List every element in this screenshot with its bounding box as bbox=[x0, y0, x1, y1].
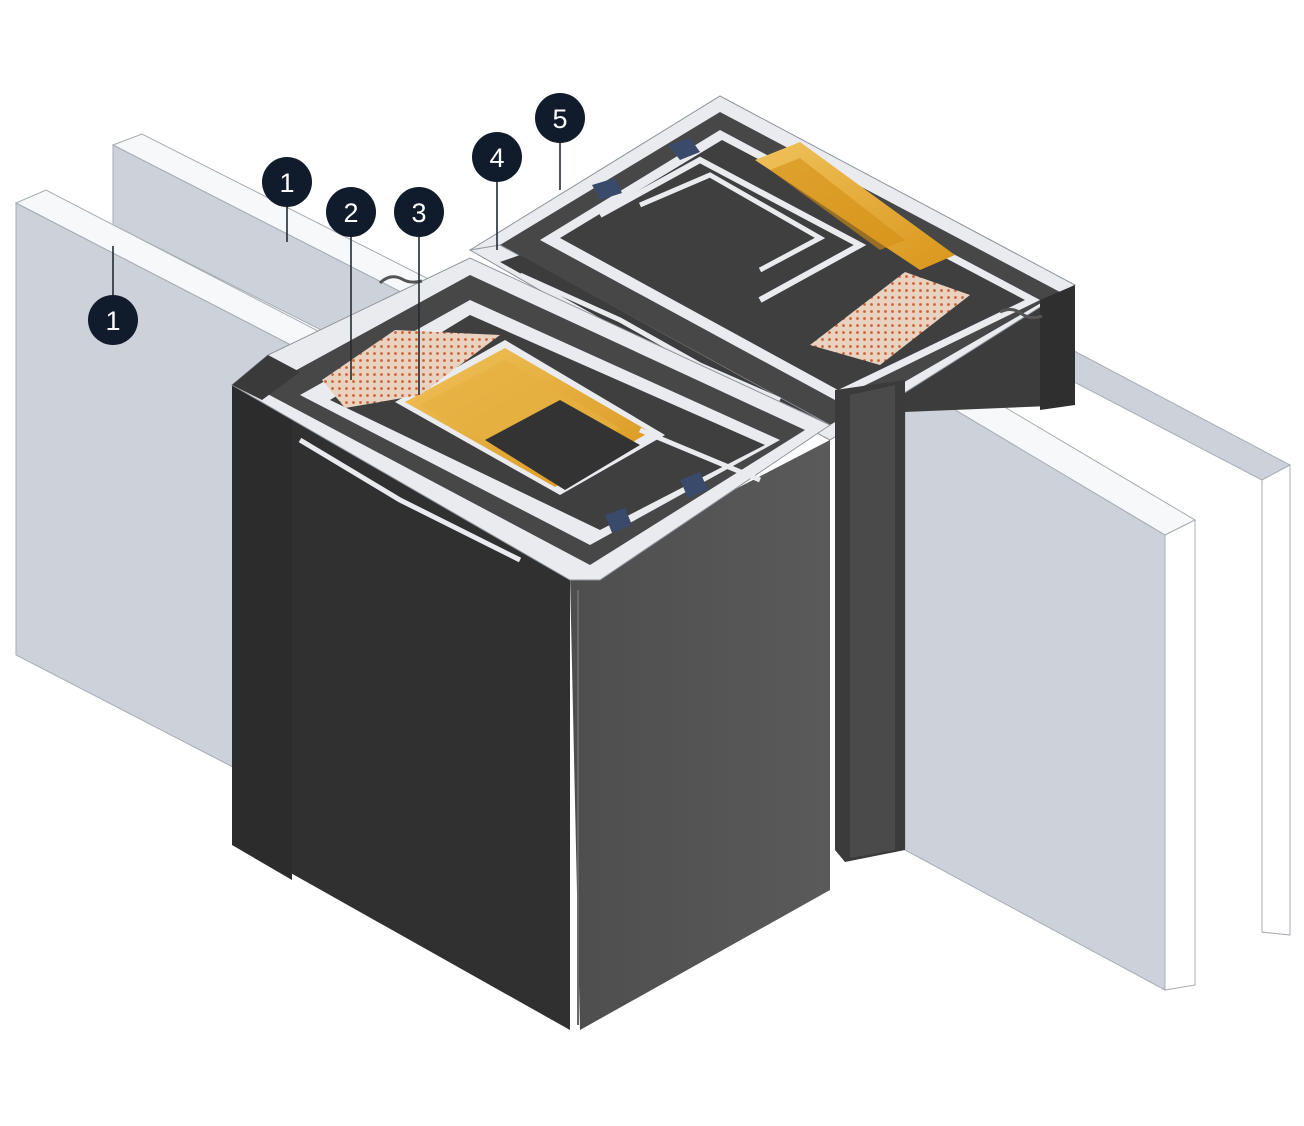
callout-badge bbox=[326, 187, 376, 237]
callout-number: 4 bbox=[489, 143, 504, 173]
front-frame-profile bbox=[231, 257, 832, 1030]
callout-foam-seal: 2 bbox=[326, 187, 376, 380]
front-gasket-1 bbox=[680, 472, 708, 498]
callout-badge bbox=[472, 132, 522, 182]
right-glazing-clip bbox=[999, 307, 1043, 320]
callout-panel-outer: 1 bbox=[262, 157, 312, 242]
callout-panel-inner: 1 bbox=[88, 246, 138, 345]
callout-badge bbox=[535, 93, 585, 143]
callout-frame-profile: 5 bbox=[535, 93, 585, 190]
callout-steel-reinforcement: 3 bbox=[394, 187, 444, 395]
callout-number: 1 bbox=[279, 168, 294, 198]
callout-number: 2 bbox=[343, 198, 358, 228]
callout-number: 1 bbox=[105, 306, 120, 336]
front-foam-seal bbox=[322, 330, 500, 408]
callout-badge bbox=[394, 187, 444, 237]
callout-number: 3 bbox=[411, 198, 426, 228]
callout-connector-profile: 4 bbox=[472, 132, 522, 250]
front-steel-reinforcement bbox=[395, 340, 665, 495]
right-panel-front bbox=[868, 344, 1197, 991]
left-glazing-clip bbox=[378, 275, 423, 285]
rear-foam-seal bbox=[810, 272, 970, 365]
callout-badge bbox=[262, 157, 312, 207]
callout-badge bbox=[88, 295, 138, 345]
callout-layer: 1 1 2 3 4 5 bbox=[88, 93, 585, 395]
rear-gasket-2 bbox=[592, 178, 622, 200]
front-gasket-2 bbox=[605, 508, 632, 533]
rear-gasket-1 bbox=[668, 138, 700, 160]
callout-number: 5 bbox=[552, 104, 567, 134]
